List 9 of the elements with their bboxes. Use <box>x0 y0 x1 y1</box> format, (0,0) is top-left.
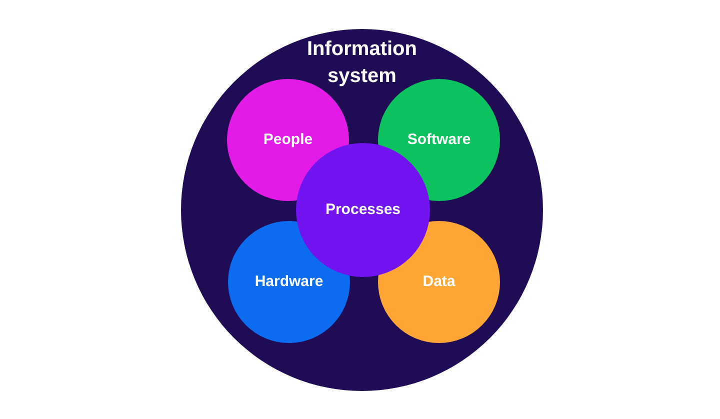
system-title: Information system <box>306 37 418 89</box>
component-label: Processes <box>325 201 401 219</box>
component-label: People <box>263 131 313 149</box>
component-circle <box>378 221 500 343</box>
component-label: Hardware <box>254 273 324 291</box>
system-circle <box>181 29 543 391</box>
component-label: Software <box>407 131 471 149</box>
component-circle <box>228 221 350 343</box>
component-label: Data <box>422 273 456 291</box>
